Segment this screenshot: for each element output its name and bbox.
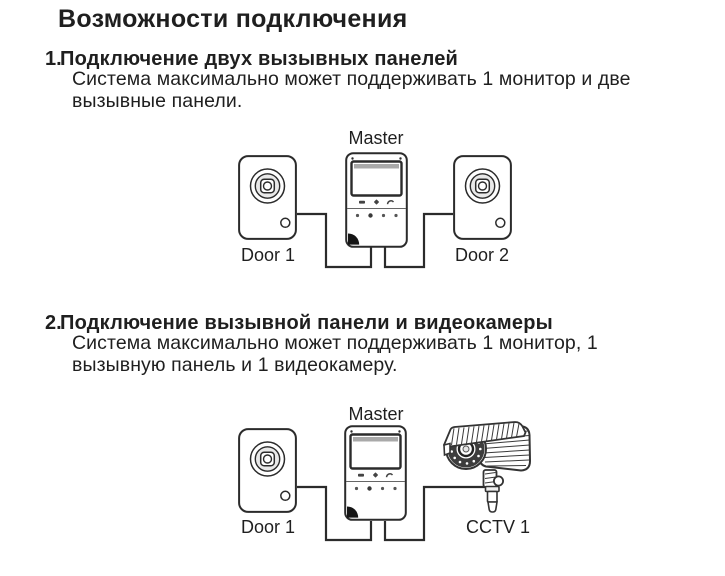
camera-lens-icon bbox=[249, 441, 286, 477]
phone-icon bbox=[385, 473, 394, 478]
button-dots bbox=[355, 213, 398, 218]
door-panel-1 bbox=[238, 155, 297, 240]
master-label: Master bbox=[348, 128, 404, 148]
sun-shield bbox=[442, 421, 527, 457]
door-panel-1 bbox=[238, 428, 297, 513]
body-line: вызывные панели. bbox=[72, 89, 243, 112]
section-heading: Подключение вызывной панели и видеокамер… bbox=[60, 312, 553, 334]
connection-wires bbox=[297, 485, 486, 542]
screen bbox=[350, 160, 403, 197]
section-number: 2. bbox=[45, 312, 62, 334]
door-panel-2 bbox=[453, 155, 512, 240]
speaker-grill-icon bbox=[347, 506, 359, 518]
camera-lens-icon bbox=[249, 168, 286, 204]
call-button-icon bbox=[280, 490, 291, 502]
talk-icon bbox=[373, 472, 378, 478]
section-body: Система максимально может поддерживать 1… bbox=[72, 332, 598, 376]
cctv-label: CCTV 1 bbox=[465, 517, 530, 537]
door1-label: Door 1 bbox=[240, 245, 296, 265]
cctv-camera bbox=[442, 421, 532, 513]
master-monitor bbox=[344, 425, 407, 521]
section-number: 1. bbox=[45, 48, 62, 70]
monitor-icon bbox=[358, 473, 364, 477]
body-line: Система максимально может поддерживать 1… bbox=[72, 332, 598, 354]
wire-door2-to-master bbox=[383, 212, 453, 269]
camera-lens-icon bbox=[464, 168, 501, 204]
door1-label: Door 1 bbox=[240, 517, 296, 537]
connection-wires bbox=[297, 212, 453, 269]
screen bbox=[349, 433, 402, 470]
button-dots bbox=[354, 486, 397, 491]
section-body: Система максимально может поддерживать 1… bbox=[72, 68, 631, 112]
master-label: Master bbox=[348, 404, 404, 424]
body-line: вызывную панель и 1 видеокамеру. bbox=[72, 353, 398, 376]
wire-door1-to-master bbox=[297, 485, 373, 542]
body-line: Система максимально может поддерживать 1… bbox=[72, 68, 631, 90]
monitor-icon bbox=[359, 200, 365, 204]
page-title: Возможности подключения bbox=[58, 5, 408, 33]
section-heading: Подключение двух вызывных панелей bbox=[60, 48, 459, 70]
talk-icon bbox=[374, 199, 379, 205]
call-button-icon bbox=[495, 217, 506, 229]
function-icons bbox=[359, 199, 395, 205]
function-icons bbox=[358, 472, 394, 478]
mount-bracket bbox=[482, 469, 505, 513]
master-monitor bbox=[345, 152, 408, 248]
speaker-grill-icon bbox=[348, 233, 360, 245]
wire-master-to-cctv bbox=[383, 485, 486, 542]
call-button-icon bbox=[280, 217, 291, 229]
door2-label: Door 2 bbox=[454, 245, 510, 265]
phone-icon bbox=[386, 200, 395, 205]
wire-door1-to-master bbox=[297, 212, 373, 269]
